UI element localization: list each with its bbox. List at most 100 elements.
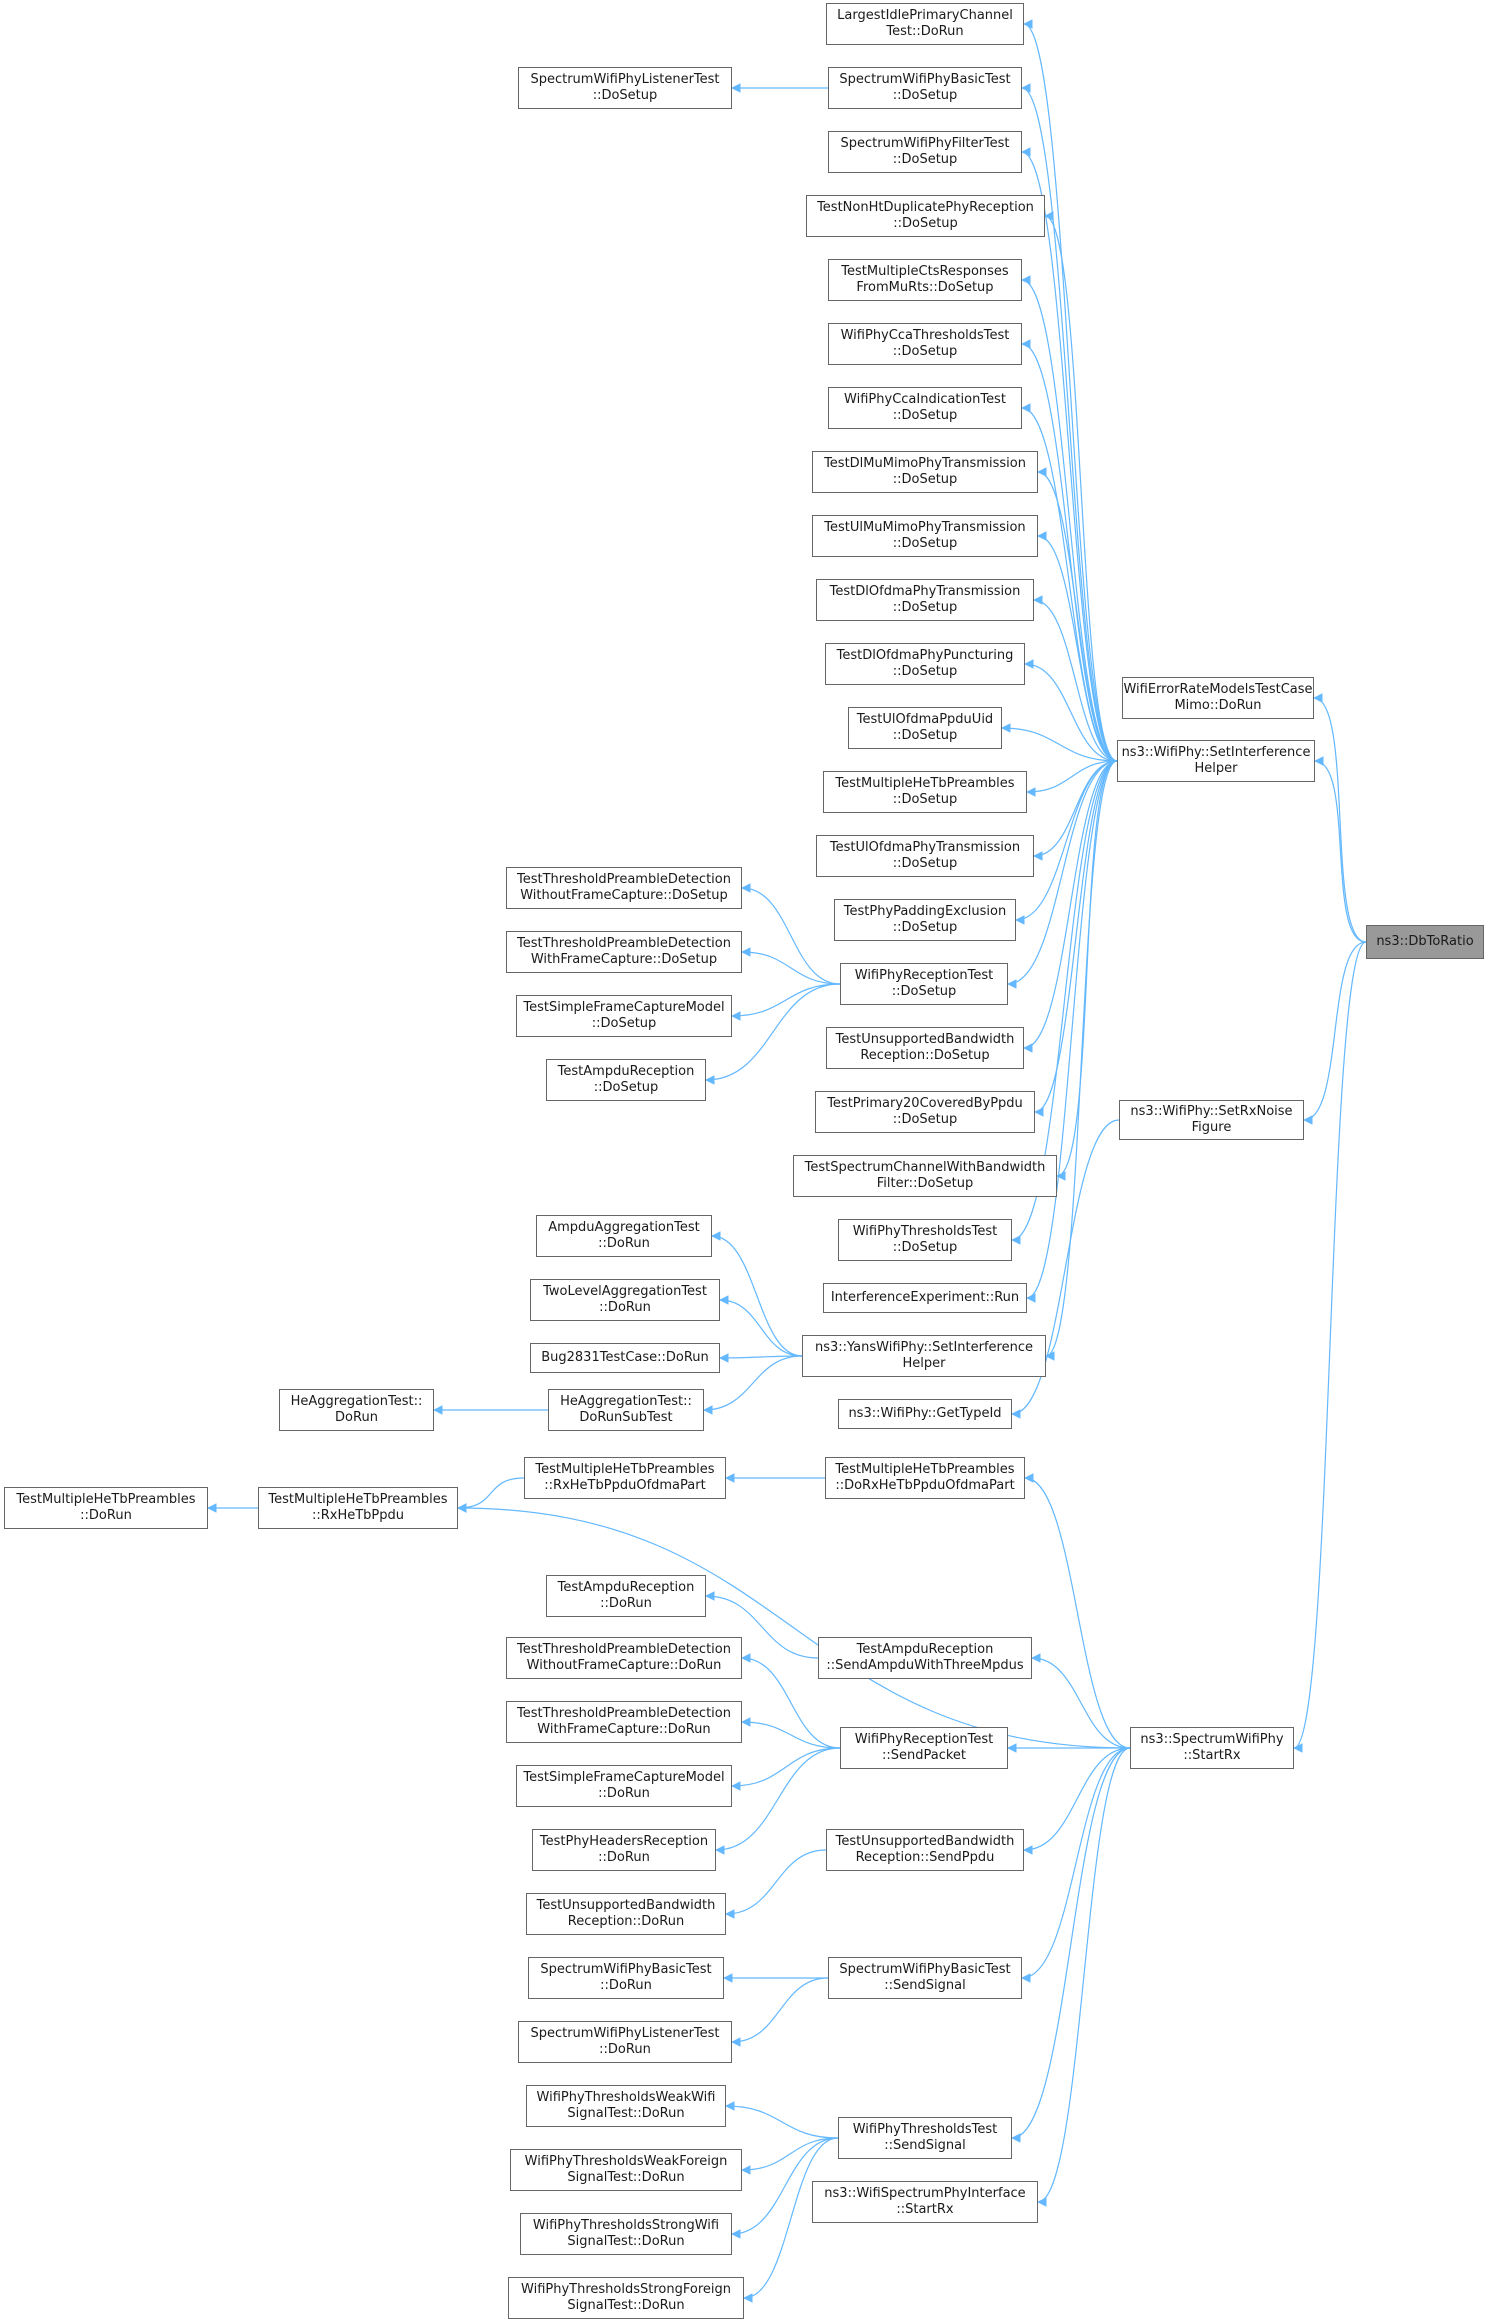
graph-node-ampduagg[interactable]: AmpduAggregationTest ::DoRun (536, 1215, 712, 1257)
graph-node-tpdwithoutrun[interactable]: TestThresholdPreambleDetection WithoutFr… (506, 1637, 742, 1679)
edge-dlmumimo-to-setinterferencehelper (1037, 467, 1118, 762)
edge-headersrec-to-recsendpacket (715, 1747, 841, 1855)
graph-node-specbasicsetup[interactable]: SpectrumWifiPhyBasicTest ::DoSetup (828, 67, 1022, 109)
edge-ampduagg-to-yanssetinterference (711, 1231, 803, 1357)
edge-sendampdu-to-spectrumstartrx (1031, 1653, 1131, 1749)
graph-node-strongwifi[interactable]: WifiPhyThresholdsStrongWifi SignalTest::… (520, 2213, 732, 2255)
graph-node-headersrec[interactable]: TestPhyHeadersReception ::DoRun (532, 1829, 716, 1871)
graph-node-multihetbrun[interactable]: TestMultipleHeTbPreambles ::DoRun (4, 1487, 208, 1529)
graph-node-twolevelagg[interactable]: TwoLevelAggregationTest ::DoRun (530, 1279, 720, 1321)
graph-node-rxhetbppdu[interactable]: TestMultipleHeTbPreambles ::RxHeTbPpdu (258, 1487, 458, 1529)
graph-node-multiplects[interactable]: TestMultipleCtsResponses FromMuRts::DoSe… (828, 259, 1022, 301)
edge-specbasicsend-to-spectrumstartrx (1021, 1747, 1131, 1983)
graph-node-tpdwithsetup[interactable]: TestThresholdPreambleDetection WithFrame… (506, 931, 742, 973)
edge-tpdwithoutrun-to-recsendpacket (741, 1653, 841, 1749)
graph-node-wifierrorratemimo[interactable]: WifiErrorRateModelsTestCase Mimo::DoRun (1122, 677, 1314, 719)
edge-unsupsendppdu-to-spectrumstartrx (1023, 1747, 1131, 1855)
edge-specbasicsetup-to-setinterferencehelper (1021, 83, 1118, 762)
graph-node-specchannelbw[interactable]: TestSpectrumChannelWithBandwidth Filter:… (793, 1155, 1057, 1197)
graph-node-wifispecinterface[interactable]: ns3::WifiSpectrumPhyInterface ::StartRx (812, 2181, 1038, 2223)
edge-receptionsetup-to-setinterferencehelper (1007, 760, 1118, 989)
graph-node-receptionsetup[interactable]: WifiPhyReceptionTest ::DoSetup (840, 963, 1008, 1005)
graph-node-simplecapsetup[interactable]: TestSimpleFrameCaptureModel ::DoSetup (516, 995, 732, 1037)
graph-node-strongforeign[interactable]: WifiPhyThresholdsStrongForeign SignalTes… (508, 2277, 744, 2319)
edge-twolevelagg-to-yanssetinterference (719, 1295, 803, 1357)
graph-node-speclistenerrun[interactable]: SpectrumWifiPhyListenerTest ::DoRun (518, 2021, 732, 2063)
graph-node-ccaindication[interactable]: WifiPhyCcaIndicationTest ::DoSetup (828, 387, 1022, 429)
edge-ulmumimo-to-setinterferencehelper (1037, 531, 1118, 762)
graph-node-ulmumimo[interactable]: TestUlMuMimoPhyTransmission ::DoSetup (812, 515, 1038, 557)
graph-node-ccathresholds[interactable]: WifiPhyCcaThresholdsTest ::DoSetup (828, 323, 1022, 365)
graph-node-ulofdmatx[interactable]: TestUlOfdmaPhyTransmission ::DoSetup (816, 835, 1034, 877)
edge-tpdwithsetup-to-receptionsetup (741, 947, 841, 985)
graph-node-multihetbsetup[interactable]: TestMultipleHeTbPreambles ::DoSetup (823, 771, 1027, 813)
graph-node-rxhetbofdma[interactable]: TestMultipleHeTbPreambles ::RxHeTbPpduOf… (524, 1457, 726, 1499)
graph-node-unsupsendppdu[interactable]: TestUnsupportedBandwidth Reception::Send… (826, 1829, 1024, 1871)
graph-node-unsupbwsetup[interactable]: TestUnsupportedBandwidth Reception::DoSe… (826, 1027, 1024, 1069)
graph-node-gettypeid[interactable]: ns3::WifiPhy::GetTypeId (838, 1399, 1012, 1429)
graph-node-nonhtdup[interactable]: TestNonHtDuplicatePhyReception ::DoSetup (806, 195, 1045, 237)
graph-node-heaggsub[interactable]: HeAggregationTest:: DoRunSubTest (548, 1389, 704, 1431)
graph-node-dlofdmapunct[interactable]: TestDlOfdmaPhyPuncturing ::DoSetup (825, 643, 1025, 685)
edge-wifierrorratemimo-to-dbtoratio (1313, 693, 1367, 943)
edge-dlofdmapunct-to-setinterferencehelper (1024, 659, 1118, 762)
graph-node-specbasicrun[interactable]: SpectrumWifiPhyBasicTest ::DoRun (528, 1957, 724, 1999)
edge-setinterferencehelper-to-dbtoratio (1314, 756, 1367, 943)
graph-node-setinterferencehelper[interactable]: ns3::WifiPhy::SetInterference Helper (1117, 740, 1315, 782)
graph-node-primary20[interactable]: TestPrimary20CoveredByPpdu ::DoSetup (815, 1091, 1035, 1133)
graph-node-phypadding[interactable]: TestPhyPaddingExclusion ::DoSetup (834, 899, 1016, 941)
edge-ampdurecsetup-to-receptionsetup (705, 983, 841, 1085)
edge-gettypeid-to-setrxnoisefigure (1011, 1119, 1120, 1419)
edge-unsupbwsetup-to-setinterferencehelper (1023, 760, 1118, 1053)
edge-tpdwithoutsetup-to-receptionsetup (741, 883, 841, 985)
graph-node-weakforeign[interactable]: WifiPhyThresholdsWeakForeign SignalTest:… (510, 2149, 742, 2191)
graph-node-speclistenersetup[interactable]: SpectrumWifiPhyListenerTest ::DoSetup (518, 67, 732, 109)
graph-node-spectrumstartrx[interactable]: ns3::SpectrumWifiPhy ::StartRx (1130, 1727, 1294, 1769)
graph-node-bug2831[interactable]: Bug2831TestCase::DoRun (530, 1343, 720, 1373)
edge-simplecapsetup-to-receptionsetup (731, 983, 841, 1021)
graph-node-thresholdssend[interactable]: WifiPhyThresholdsTest ::SendSignal (838, 2117, 1012, 2159)
edge-interferenceexp-to-setinterferencehelper (1026, 760, 1118, 1303)
graph-node-setrxnoisefigure[interactable]: ns3::WifiPhy::SetRxNoise Figure (1119, 1100, 1304, 1140)
graph-node-weakwifi[interactable]: WifiPhyThresholdsWeakWifi SignalTest::Do… (526, 2085, 726, 2127)
graph-node-tpdwithoutsetup[interactable]: TestThresholdPreambleDetection WithoutFr… (506, 867, 742, 909)
graph-node-sendampdu[interactable]: TestAmpduReception ::SendAmpduWithThreeM… (818, 1637, 1032, 1679)
edge-ampdurecrun-to-sendampdu (705, 1591, 819, 1659)
edge-phypadding-to-setinterferencehelper (1015, 760, 1118, 925)
graph-node-yanssetinterference[interactable]: ns3::YansWifiPhy::SetInterference Helper (802, 1335, 1046, 1377)
graph-node-heaggrun[interactable]: HeAggregationTest:: DoRun (279, 1389, 434, 1431)
edge-primary20-to-setinterferencehelper (1034, 760, 1118, 1117)
graph-node-ulofdmappduuid[interactable]: TestUlOfdmaPpduUid ::DoSetup (848, 707, 1002, 749)
edge-ulofdmatx-to-setinterferencehelper (1033, 760, 1118, 861)
edge-strongforeign-to-thresholdssend (743, 2137, 839, 2303)
edge-thresholdssend-to-spectrumstartrx (1011, 1747, 1131, 2143)
edge-multiplects-to-setinterferencehelper (1021, 275, 1118, 762)
graph-node-specbasicsend[interactable]: SpectrumWifiPhyBasicTest ::SendSignal (828, 1957, 1022, 1999)
edge-rxhetbppdu-to-rxhetbofdma (457, 1477, 525, 1513)
edge-simplecaprun-to-recsendpacket (731, 1747, 841, 1791)
edge-dorxhetbofdma-to-spectrumstartrx (1024, 1473, 1131, 1749)
graph-node-ampdurecsetup[interactable]: TestAmpduReception ::DoSetup (546, 1059, 706, 1101)
edge-dlofdmatx-to-setinterferencehelper (1033, 595, 1118, 762)
edge-tpdwithrun-to-recsendpacket (741, 1717, 841, 1749)
edge-ulofdmappduuid-to-setinterferencehelper (1001, 723, 1118, 762)
edge-spectrumstartrx-to-dbtoratio (1293, 941, 1367, 1753)
graph-node-simplecaprun[interactable]: TestSimpleFrameCaptureModel ::DoRun (516, 1765, 732, 1807)
graph-node-tpdwithrun[interactable]: TestThresholdPreambleDetection WithFrame… (506, 1701, 742, 1743)
graph-node-unsupbwrun[interactable]: TestUnsupportedBandwidth Reception::DoRu… (526, 1893, 726, 1935)
edge-speclistenerrun-to-specbasicsend (731, 1977, 829, 2047)
graph-node-recsendpacket[interactable]: WifiPhyReceptionTest ::SendPacket (840, 1727, 1008, 1769)
graph-node-thresholdssetup[interactable]: WifiPhyThresholdsTest ::DoSetup (838, 1219, 1012, 1261)
edge-multihetbsetup-to-setinterferencehelper (1026, 760, 1118, 797)
graph-node-ampdurecrun[interactable]: TestAmpduReception ::DoRun (546, 1575, 706, 1617)
edge-weakwifi-to-thresholdssend (725, 2101, 839, 2139)
graph-node-dbtoratio: ns3::DbToRatio (1366, 925, 1484, 959)
graph-node-dorxhetbofdma[interactable]: TestMultipleHeTbPreambles ::DoRxHeTbPpdu… (825, 1457, 1025, 1499)
graph-node-largestidle[interactable]: LargestIdlePrimaryChannel Test::DoRun (826, 3, 1024, 45)
graph-node-dlofdmatx[interactable]: TestDlOfdmaPhyTransmission ::DoSetup (816, 579, 1034, 621)
graph-node-interferenceexp[interactable]: InterferenceExperiment::Run (823, 1283, 1027, 1313)
graph-node-specfiltersetup[interactable]: SpectrumWifiPhyFilterTest ::DoSetup (828, 131, 1022, 173)
edge-strongwifi-to-thresholdssend (731, 2137, 839, 2239)
graph-node-dlmumimo[interactable]: TestDlMuMimoPhyTransmission ::DoSetup (812, 451, 1038, 493)
